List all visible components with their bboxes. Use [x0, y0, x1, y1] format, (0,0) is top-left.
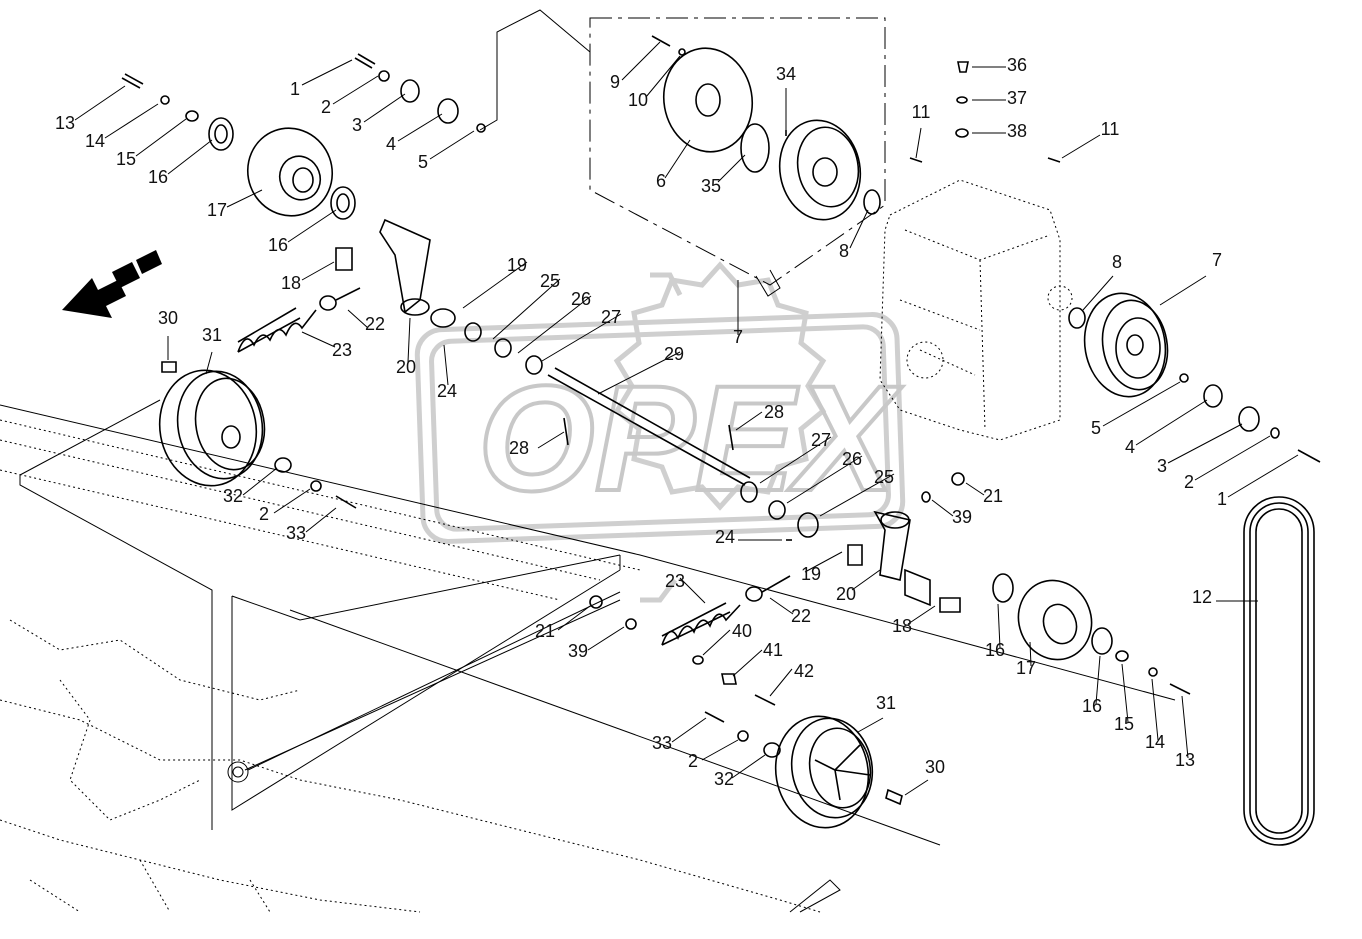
callout-c12a: 12 — [1192, 587, 1212, 607]
watermark-logo: OPEX — [414, 261, 906, 603]
callout-c23a: 23 — [332, 340, 352, 360]
callout-c16a: 16 — [148, 167, 168, 187]
callout-c15a: 15 — [116, 149, 136, 169]
callout-c39a: 39 — [952, 507, 972, 527]
callout-c13b: 13 — [1175, 750, 1195, 770]
fastener-set — [955, 61, 969, 138]
watermark-text: OPEX — [478, 354, 903, 522]
callout-c31a: 31 — [202, 325, 222, 345]
long-shaft — [547, 367, 819, 538]
callout-c5a: 5 — [418, 152, 428, 172]
callout-c40a: 40 — [732, 621, 752, 641]
callout-c7a: 7 — [733, 327, 743, 347]
callout-c27a: 27 — [601, 307, 621, 327]
callout-c1a: 1 — [290, 79, 300, 99]
left-idler-pulley — [158, 361, 357, 509]
callout-c8a: 8 — [839, 241, 849, 261]
callout-c26b: 26 — [842, 449, 862, 469]
callout-c42a: 42 — [794, 661, 814, 681]
callout-c20a: 20 — [396, 357, 416, 377]
callout-c37a: 37 — [1007, 88, 1027, 108]
callout-c39b: 39 — [568, 641, 588, 661]
callout-c17a: 17 — [207, 200, 227, 220]
callout-c20b: 20 — [836, 584, 856, 604]
frame-outline — [0, 399, 1176, 913]
leader-lines — [74, 41, 1299, 796]
callout-c33a: 33 — [286, 523, 306, 543]
callout-c16b: 16 — [268, 235, 288, 255]
callout-c25a: 25 — [540, 271, 560, 291]
gearbox — [879, 157, 1073, 441]
callout-c23b: 23 — [665, 571, 685, 591]
callout-c9a: 9 — [610, 72, 620, 92]
callout-c8b: 8 — [1112, 252, 1122, 272]
callout-c7b: 7 — [1212, 250, 1222, 270]
bottom-idler-pulley — [704, 711, 903, 829]
callout-c18b: 18 — [892, 616, 912, 636]
callout-c22a: 22 — [365, 314, 385, 334]
callout-c4b: 4 — [1125, 437, 1135, 457]
callout-c28a: 28 — [509, 438, 529, 458]
callout-c2c: 2 — [1184, 472, 1194, 492]
callout-c29a: 29 — [664, 344, 684, 364]
callout-c28b: 28 — [764, 402, 784, 422]
callout-c18a: 18 — [281, 273, 301, 293]
callout-c19a: 19 — [507, 255, 527, 275]
callout-c32a: 32 — [223, 486, 243, 506]
pulley-kit — [651, 35, 881, 221]
callout-c14b: 14 — [1145, 732, 1165, 752]
callout-c25b: 25 — [874, 467, 894, 487]
callout-c3a: 3 — [352, 115, 362, 135]
callout-c16d: 16 — [1082, 696, 1102, 716]
callout-c24a: 24 — [437, 381, 457, 401]
callout-c3b: 3 — [1157, 456, 1167, 476]
callout-c2d: 2 — [688, 751, 698, 771]
callout-c6a: 6 — [656, 171, 666, 191]
callout-labels: 1234513141516171618192526272223202429730… — [55, 55, 1227, 789]
callout-c13a: 13 — [55, 113, 75, 133]
direction-arrow-icon — [62, 250, 162, 318]
callout-c14a: 14 — [85, 131, 105, 151]
callout-c34a: 34 — [776, 64, 796, 84]
upper-left-pulley-assembly — [121, 53, 543, 375]
callout-c21a: 21 — [983, 486, 1003, 506]
callout-c10a: 10 — [628, 90, 648, 110]
callout-c38a: 38 — [1007, 121, 1027, 141]
callout-c24b: 24 — [715, 527, 735, 547]
callout-c32b: 32 — [714, 769, 734, 789]
callout-c15a2: 15 — [1114, 714, 1134, 734]
callout-c4a: 4 — [386, 134, 396, 154]
right-drive-pulley — [1068, 292, 1321, 463]
callout-c33b: 33 — [652, 733, 672, 753]
callout-c30b: 30 — [925, 757, 945, 777]
lower-tensioner-assembly — [589, 472, 965, 706]
callout-c30a: 30 — [158, 308, 178, 328]
callout-c26a: 26 — [571, 289, 591, 309]
callout-c2b: 2 — [259, 504, 269, 524]
callout-c16c: 16 — [985, 640, 1005, 660]
callout-c17b: 17 — [1016, 658, 1036, 678]
lower-right-idler — [992, 573, 1191, 695]
callout-c27b: 27 — [811, 430, 831, 450]
callout-c36a: 36 — [1007, 55, 1027, 75]
callout-c19b: 19 — [801, 564, 821, 584]
callout-c11b: 11 — [1101, 119, 1120, 139]
callout-c31b: 31 — [876, 693, 896, 713]
kit-boundary — [479, 9, 886, 335]
v-belt — [1243, 496, 1315, 846]
callout-c21b: 21 — [535, 621, 555, 641]
callout-c5b: 5 — [1091, 418, 1101, 438]
callout-c1b: 1 — [1217, 489, 1227, 509]
callout-c11a: 11 — [912, 102, 931, 122]
callout-c2a: 2 — [321, 97, 331, 117]
callout-c22b: 22 — [791, 606, 811, 626]
callout-c35a: 35 — [701, 176, 721, 196]
callout-c41a: 41 — [763, 640, 783, 660]
